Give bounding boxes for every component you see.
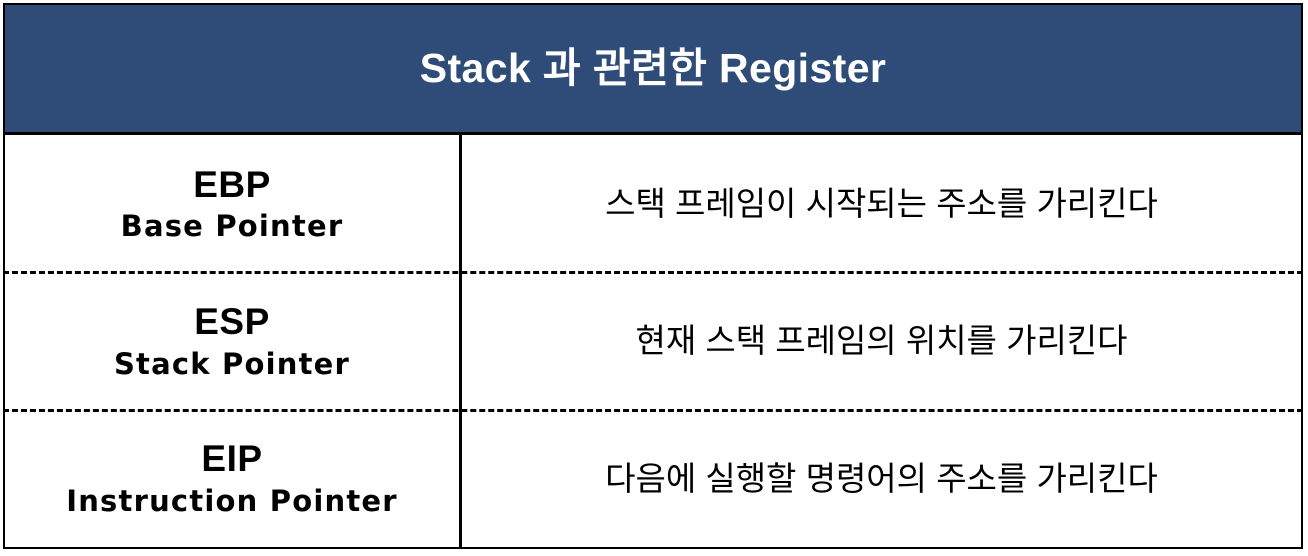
table-header-banner: Stack 과 관련한 Register (5, 5, 1301, 135)
description-cell: 현재 스택 프레임의 위치를 가리킨다 (462, 272, 1301, 409)
register-full-name: Instruction Pointer (66, 483, 398, 518)
table-row: EIP Instruction Pointer 다음에 실행할 명령어의 주소를… (3, 408, 1303, 547)
register-description: 다음에 실행할 명령어의 주소를 가리킨다 (605, 459, 1158, 497)
register-abbreviation: ESP (194, 301, 270, 343)
register-description: 스택 프레임이 시작되는 주소를 가리킨다 (605, 184, 1158, 222)
description-cell: 다음에 실행할 명령어의 주소를 가리킨다 (462, 410, 1301, 547)
register-cell: ESP Stack Pointer (5, 272, 462, 410)
register-abbreviation: EIP (201, 438, 263, 480)
register-cell: EBP Base Pointer (5, 135, 462, 273)
table-row: EBP Base Pointer 스택 프레임이 시작되는 주소를 가리킨다 (5, 135, 1301, 273)
table-row: ESP Stack Pointer 현재 스택 프레임의 위치를 가리킨다 (3, 271, 1303, 410)
register-full-name: Stack Pointer (113, 346, 351, 381)
table-body: EBP Base Pointer 스택 프레임이 시작되는 주소를 가리킨다 E… (3, 135, 1303, 547)
register-full-name: Base Pointer (120, 209, 344, 244)
register-abbreviation: EBP (193, 163, 271, 205)
register-table: Stack 과 관련한 Register EBP Base Pointer 스택… (3, 3, 1303, 549)
register-cell: EIP Instruction Pointer (5, 409, 462, 547)
table-title: Stack 과 관련한 Register (419, 44, 887, 91)
description-cell: 스택 프레임이 시작되는 주소를 가리킨다 (462, 135, 1301, 272)
register-description: 현재 스택 프레임의 위치를 가리킨다 (635, 322, 1128, 360)
